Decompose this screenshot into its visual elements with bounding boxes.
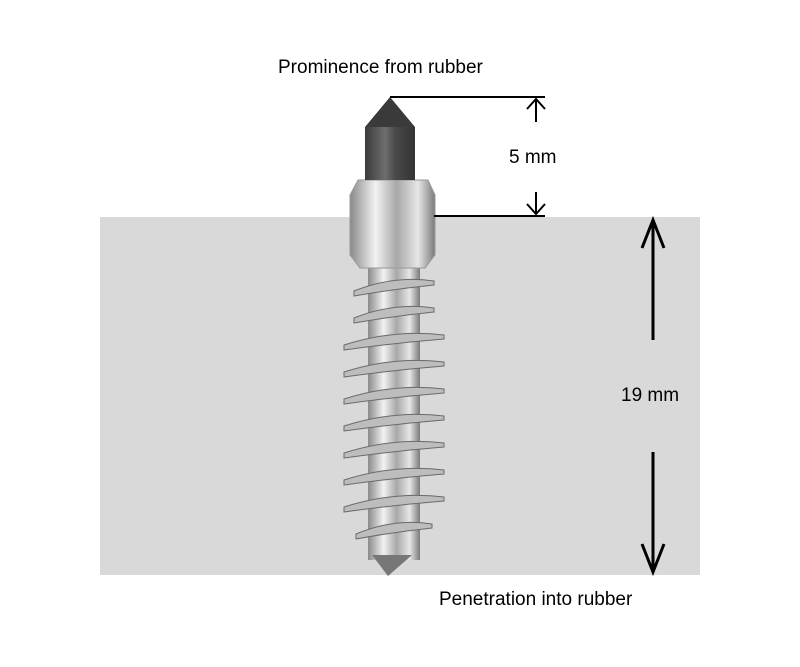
thread — [343, 359, 445, 378]
title-label: Prominence from rubber — [278, 57, 483, 78]
thread — [353, 305, 435, 324]
thread — [343, 467, 445, 486]
stud-screw — [343, 97, 445, 576]
thread — [343, 494, 445, 513]
penetration-label: Penetration into rubber — [439, 589, 633, 610]
penetration-value: 19 mm — [621, 385, 680, 406]
thread — [355, 521, 433, 540]
dimension-lines — [390, 96, 666, 577]
thread — [343, 413, 445, 432]
thread — [343, 332, 445, 351]
thread — [343, 386, 445, 405]
thread — [353, 278, 435, 297]
prominence-value: 5 mm — [509, 147, 557, 168]
thread — [343, 440, 445, 459]
